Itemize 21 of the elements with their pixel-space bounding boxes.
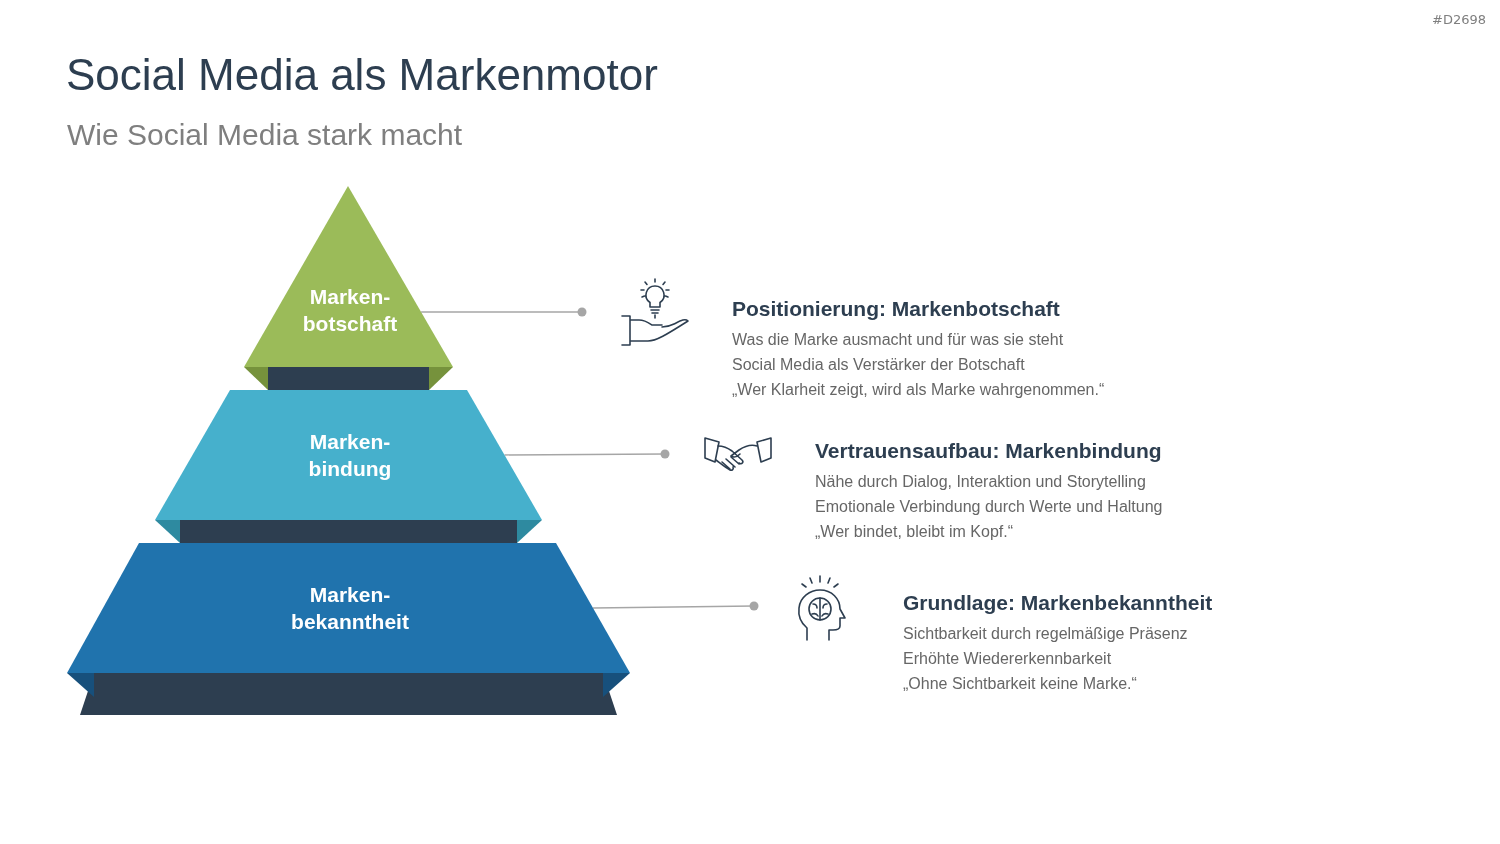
description-line: Erhöhte Wiedererkennbarkeit	[903, 650, 1112, 668]
section-heading: Vertrauensaufbau: Markenbindung	[815, 439, 1162, 463]
leader-line	[592, 601, 759, 611]
description-line: „Wer bindet, bleibt im Kopf.“	[815, 523, 1013, 541]
slide-code: #D2698	[1432, 12, 1486, 27]
description-line: „Wer Klarheit zeigt, wird als Marke wahrgenommen.“	[732, 381, 1105, 399]
level-label: Marken- botschaft	[301, 284, 399, 337]
description-line: „Ohne Sichtbarkeit keine Marke.“	[903, 675, 1137, 693]
level-label: Marken- bekanntheit	[290, 582, 410, 635]
subtitle: Wie Social Media stark macht	[67, 118, 463, 152]
description-line: Sichtbarkeit durch regelmäßige Präsenz	[903, 625, 1188, 643]
description-line: Was die Marke ausmacht und für was sie steht	[732, 331, 1064, 349]
leader-line	[503, 449, 670, 459]
description-line: Nähe durch Dialog, Interaktion und Storytelling	[815, 473, 1146, 491]
level-label: Marken- bindung	[307, 429, 393, 482]
section-heading: Grundlage: Markenbekanntheit	[903, 591, 1213, 615]
leader-line	[420, 307, 587, 317]
description-line: Social Media als Verstärker der Botschaft	[732, 356, 1025, 374]
title: Social Media als Markenmotor	[66, 50, 658, 100]
section-heading: Positionierung: Markenbotschaft	[732, 297, 1060, 321]
description-line: Emotionale Verbindung durch Werte und Haltung	[815, 498, 1163, 516]
